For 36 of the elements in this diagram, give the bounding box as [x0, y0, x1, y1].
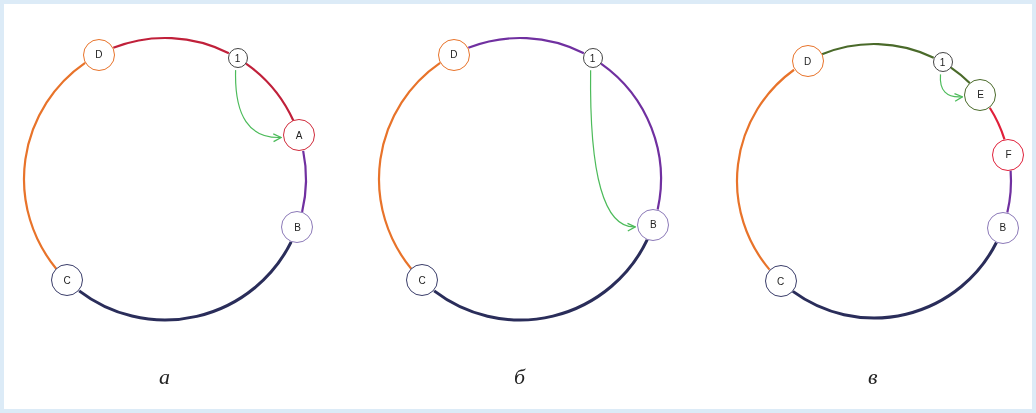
- node-circle: A: [283, 119, 316, 152]
- ring-arc: [1006, 170, 1013, 213]
- arrow: [590, 69, 636, 231]
- panel-caption: а: [159, 364, 170, 390]
- node-circle: 1: [932, 52, 953, 73]
- node-circle: B: [986, 211, 1019, 244]
- ring-arc: [792, 241, 998, 320]
- node-circle: C: [764, 265, 797, 298]
- ring-arc: [600, 62, 663, 210]
- ring-arc: [988, 107, 1006, 140]
- node-circle: B: [281, 211, 314, 244]
- ring-arc: [950, 66, 971, 84]
- node-circle: C: [406, 264, 439, 297]
- node-circle: B: [637, 208, 670, 241]
- node-circle: F: [992, 138, 1025, 171]
- arrow: [235, 69, 282, 142]
- node-circle: D: [437, 38, 470, 71]
- ring-arc: [78, 241, 293, 322]
- ring-arc: [113, 36, 230, 55]
- ring-arc: [23, 61, 86, 270]
- node-circle: D: [82, 38, 115, 71]
- node-circle: C: [51, 264, 84, 297]
- node-circle: 1: [582, 48, 603, 69]
- ring-arc: [245, 62, 295, 122]
- panel-caption: в: [868, 364, 878, 390]
- ring-arc: [736, 68, 795, 271]
- ring-arc: [821, 43, 935, 59]
- ring-arc: [468, 36, 585, 55]
- node-circle: D: [791, 45, 824, 78]
- panel-caption: б: [514, 364, 526, 390]
- node-circle: E: [964, 78, 997, 111]
- ring-arc: [378, 61, 441, 270]
- ring-arc: [433, 238, 649, 322]
- arrow: [939, 73, 964, 102]
- ring-arc: [301, 150, 307, 213]
- node-circle: 1: [227, 48, 248, 69]
